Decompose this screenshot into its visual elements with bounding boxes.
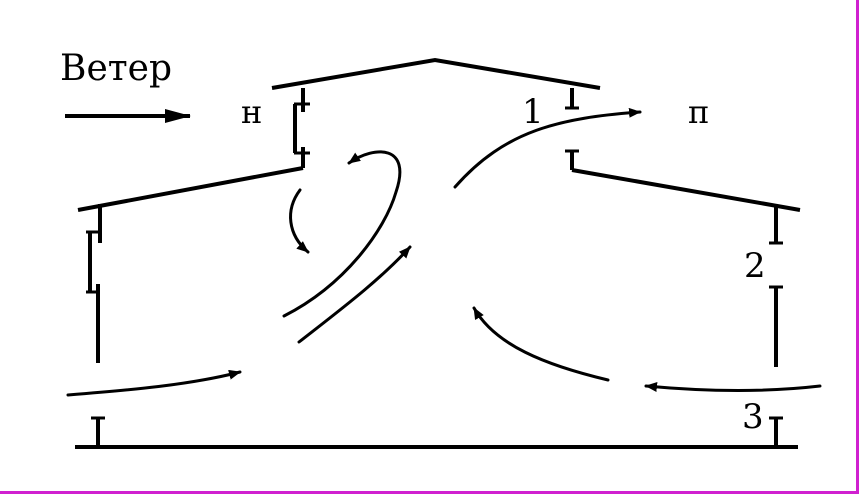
left-main-roof [77,166,304,212]
label-1: 1 [522,92,544,132]
label-3: 3 [742,397,764,437]
label-2: 2 [744,246,766,286]
left-inflow-arrow [66,369,242,397]
downdraft-arrow [289,188,310,254]
wind-label: Ветер [60,48,172,89]
central-rising-arrow-outer [282,150,402,318]
right-rising-arrow [472,306,610,382]
label-n: н [241,93,262,131]
right-main-roof [571,168,801,212]
label-p: п [688,93,709,131]
right-inflow-arrow [644,382,822,393]
exhaust-flow-arrow [453,107,642,189]
lantern-roof [271,57,601,90]
central-rising-arrow-inner [297,245,412,344]
